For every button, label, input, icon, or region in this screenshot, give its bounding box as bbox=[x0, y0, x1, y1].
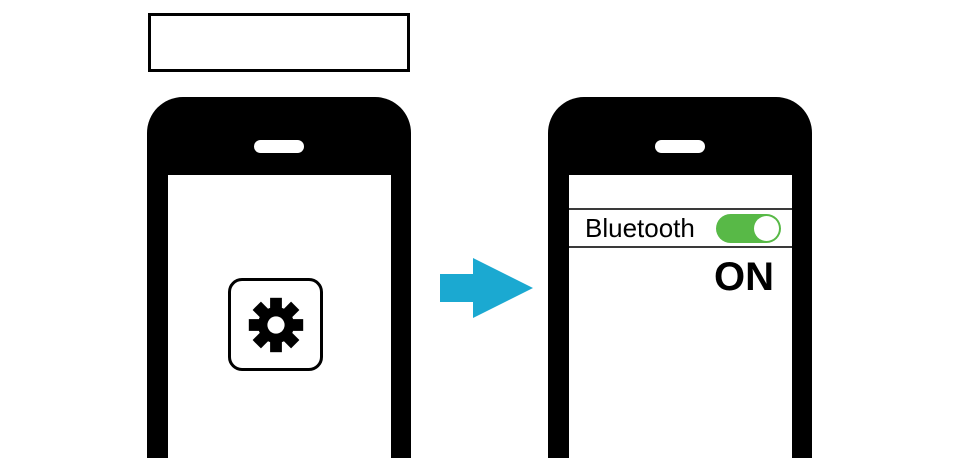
phone-before bbox=[147, 97, 411, 458]
bluetooth-row: Bluetooth bbox=[569, 208, 792, 248]
phone-after: Bluetooth ON bbox=[548, 97, 812, 458]
phone-after-screen: Bluetooth ON bbox=[569, 175, 792, 458]
speaker-slot bbox=[655, 140, 705, 153]
arrow-right-icon bbox=[440, 258, 533, 318]
phone-before-screen bbox=[168, 175, 391, 458]
gear-icon bbox=[247, 296, 305, 354]
settings-app-button[interactable] bbox=[228, 278, 323, 371]
toggle-knob bbox=[754, 215, 779, 241]
status-on-text: ON bbox=[714, 255, 774, 299]
speaker-slot bbox=[254, 140, 304, 153]
bluetooth-toggle[interactable] bbox=[716, 213, 781, 243]
caption-box bbox=[148, 13, 410, 72]
bluetooth-label: Bluetooth bbox=[585, 213, 695, 243]
